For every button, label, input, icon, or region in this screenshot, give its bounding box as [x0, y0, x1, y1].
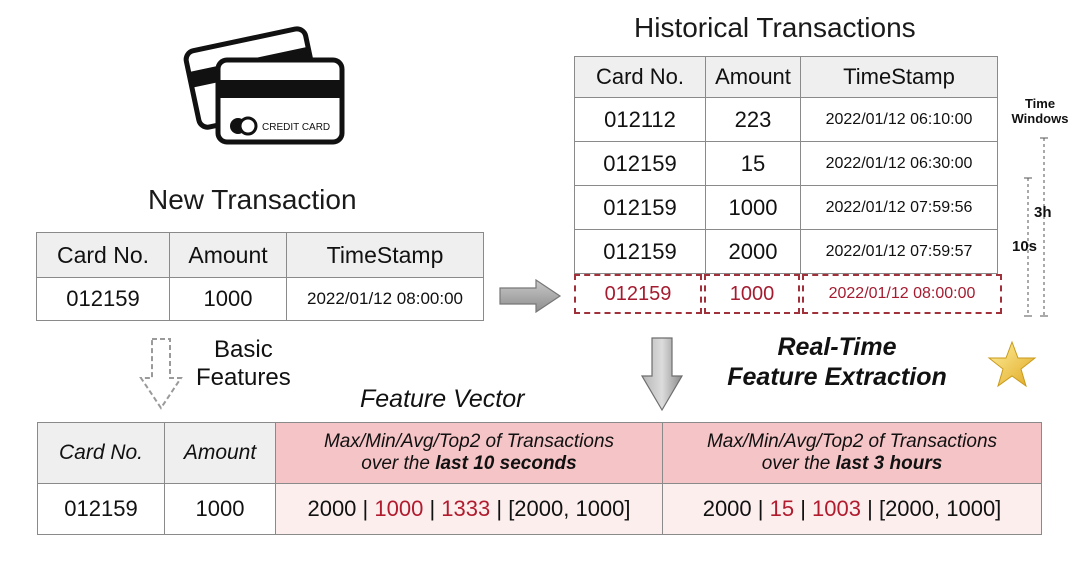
dashed-down-arrow-icon: [139, 338, 183, 410]
table-row: 012159 1000 2000 | 1000 | 1333 | [2000, …: [37, 483, 1042, 535]
table-cell: 1000: [169, 277, 287, 321]
table-cell: 2022/01/12 07:59:57: [800, 229, 998, 274]
table-header: Amount: [169, 232, 287, 278]
table-cell: 012159: [574, 229, 706, 274]
top2-value: [2000, 1000]: [878, 496, 1002, 521]
separator: |: [794, 496, 813, 521]
window-3h-label: 3h: [1034, 204, 1052, 221]
feature-vector-title: Feature Vector: [360, 385, 525, 413]
table-cell: 1000: [705, 185, 801, 230]
table-header: Amount: [705, 56, 801, 98]
real-time-extraction-label: Real-Time Feature Extraction: [702, 332, 972, 392]
down-arrow-icon: [640, 337, 684, 412]
separator: |: [751, 496, 770, 521]
window-3h-values: 2000 | 15 | 1003 | [2000, 1000]: [662, 483, 1042, 535]
table-row: 012112 223 2022/01/12 06:10:00: [574, 97, 998, 142]
table-header: TimeStamp: [286, 232, 484, 278]
separator: |: [423, 496, 442, 521]
table-cell: 012159: [36, 277, 170, 321]
table-cell: 2022/01/12 07:59:56: [800, 185, 998, 230]
max-value: 2000: [307, 496, 357, 521]
table-cell: 2022/01/12 06:10:00: [800, 97, 998, 142]
new-transaction-title: New Transaction: [148, 184, 357, 215]
credit-card-label: CREDIT CARD: [262, 122, 330, 133]
dashed-cell: 012159: [574, 274, 702, 314]
table-cell: 223: [705, 97, 801, 142]
window-10s-label: 10s: [1012, 238, 1038, 255]
window-10s-values: 2000 | 1000 | 1333 | [2000, 1000]: [275, 483, 663, 535]
star-icon: [987, 340, 1037, 388]
table-row: 012159 1000 2022/01/12 08:00:00: [36, 277, 484, 321]
basic-features-line2: Features: [196, 364, 291, 391]
time-window-brackets: [1024, 137, 1048, 317]
separator: |: [356, 496, 375, 521]
table-cell: 2022/01/12 08:00:00: [286, 277, 484, 321]
header-line: over the last 3 hours: [663, 453, 1041, 475]
historical-transactions-table: Card No. Amount TimeStamp 012112 223 202…: [574, 56, 998, 274]
table-row: 012159 15 2022/01/12 06:30:00: [574, 141, 998, 186]
header-line: over the last 10 seconds: [276, 453, 662, 475]
window-3h-header: Max/Min/Avg/Top2 of Transactions over th…: [662, 422, 1042, 484]
new-transaction-table: Card No. Amount TimeStamp 012159 1000 20…: [36, 232, 484, 321]
table-row: 012159 2000 2022/01/12 07:59:57: [574, 229, 998, 274]
table-cell: 012112: [574, 97, 706, 142]
table-cell: 012159: [37, 483, 165, 535]
top2-value: [2000, 1000]: [508, 496, 631, 521]
historical-transactions-title: Historical Transactions: [634, 12, 916, 43]
separator: |: [861, 496, 879, 521]
header-emphasis: last 3 hours: [835, 453, 943, 474]
min-value: 15: [769, 496, 795, 521]
right-arrow-icon: [499, 278, 562, 314]
max-value: 2000: [702, 496, 752, 521]
table-header: Card No.: [37, 422, 165, 484]
incoming-transaction-row: 012159 1000 2022/01/12 08:00:00: [574, 274, 1004, 314]
table-cell: 012159: [574, 141, 706, 186]
dashed-cell: 2022/01/12 08:00:00: [802, 274, 1002, 314]
extraction-line2: Feature Extraction: [727, 363, 947, 391]
table-cell: 2000: [705, 229, 801, 274]
min-value: 1000: [374, 496, 424, 521]
avg-value: 1003: [812, 496, 861, 521]
table-cell: 15: [705, 141, 801, 186]
feature-vector-table: Card No. Amount Max/Min/Avg/Top2 of Tran…: [37, 422, 1042, 535]
table-cell: 2022/01/12 06:30:00: [800, 141, 998, 186]
separator: |: [490, 496, 509, 521]
table-cell: 1000: [164, 483, 276, 535]
time-windows-line1: Time: [1024, 96, 1056, 111]
table-row: 012159 1000 2022/01/12 07:59:56: [574, 185, 998, 230]
basic-features-label: Basic Features: [196, 336, 291, 392]
dashed-cell: 1000: [704, 274, 800, 314]
header-text: over the: [761, 453, 836, 474]
table-header: Card No.: [574, 56, 706, 98]
table-cell: 012159: [574, 185, 706, 230]
table-header: Amount: [164, 422, 276, 484]
time-windows-line2: Windows: [1011, 111, 1069, 126]
header-emphasis: last 10 seconds: [435, 453, 577, 474]
table-header: TimeStamp: [800, 56, 998, 98]
table-header: Card No.: [36, 232, 170, 278]
time-windows-label: Time Windows: [1006, 96, 1074, 126]
header-text: over the: [361, 453, 436, 474]
extraction-line1: Real-Time: [777, 333, 897, 361]
avg-value: 1333: [441, 496, 491, 521]
header-line: Max/Min/Avg/Top2 of Transactions: [706, 431, 998, 452]
credit-card-icon: CREDIT CARD: [183, 26, 345, 145]
basic-features-line1: Basic: [214, 336, 273, 363]
header-line: Max/Min/Avg/Top2 of Transactions: [323, 431, 615, 452]
window-10s-header: Max/Min/Avg/Top2 of Transactions over th…: [275, 422, 663, 484]
